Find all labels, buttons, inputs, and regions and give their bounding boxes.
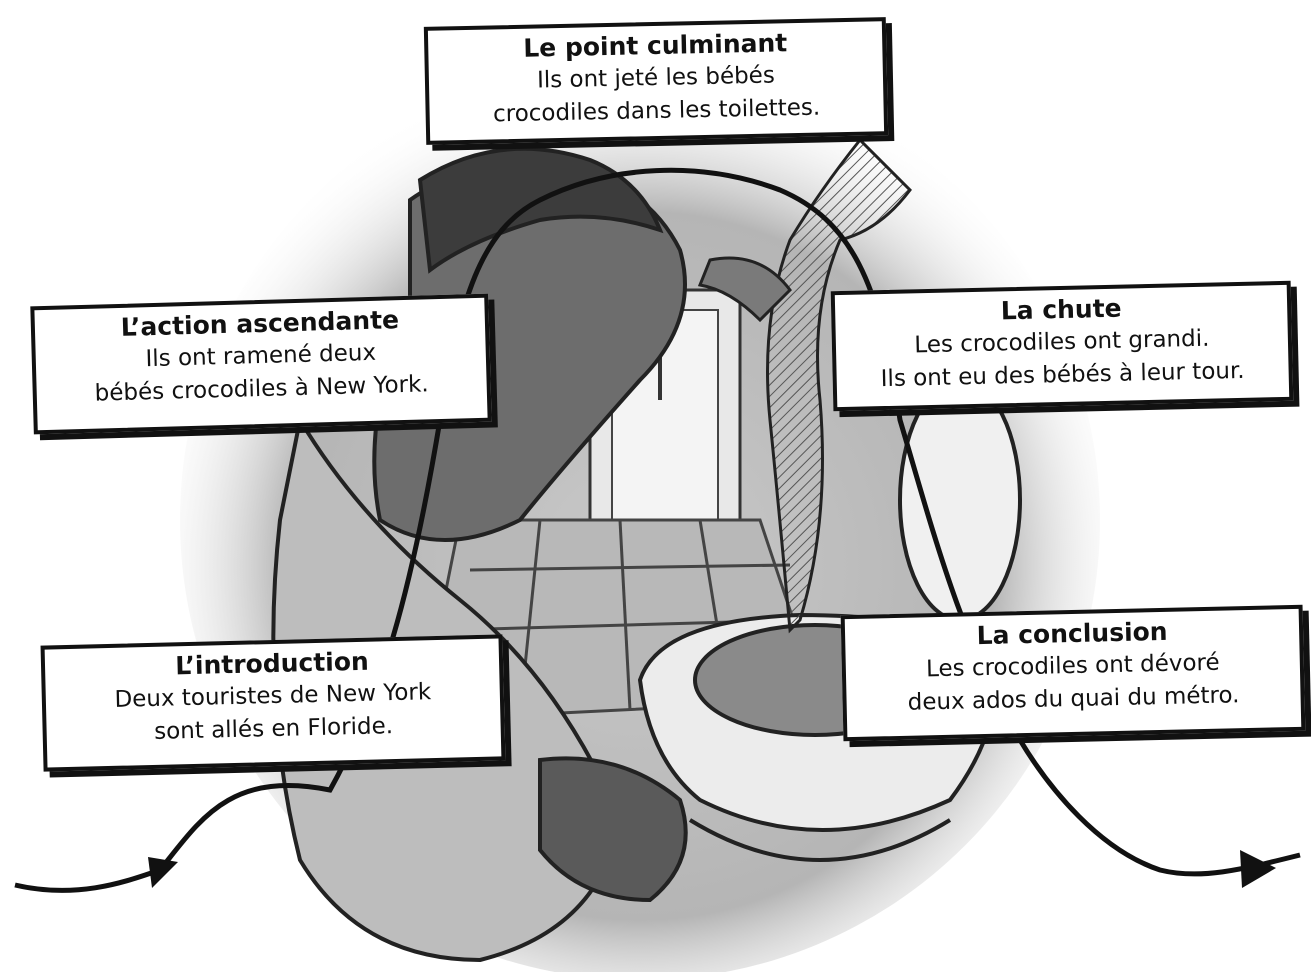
climax-box: Le point culminant Ils ont jeté les bébé… bbox=[424, 17, 888, 145]
introduction-box: L’introduction Deux touristes de New Yor… bbox=[41, 634, 506, 771]
arc-arrow-left bbox=[148, 857, 178, 888]
falling-action-box: La chute Les crocodiles ont grandi. Ils … bbox=[831, 281, 1294, 411]
rising-action-box: L’action ascendante Ils ont ramené deux … bbox=[30, 294, 491, 435]
arc-arrow-right bbox=[1240, 850, 1276, 888]
conclusion-box: La conclusion Les crocodiles ont dévoré … bbox=[841, 605, 1306, 741]
